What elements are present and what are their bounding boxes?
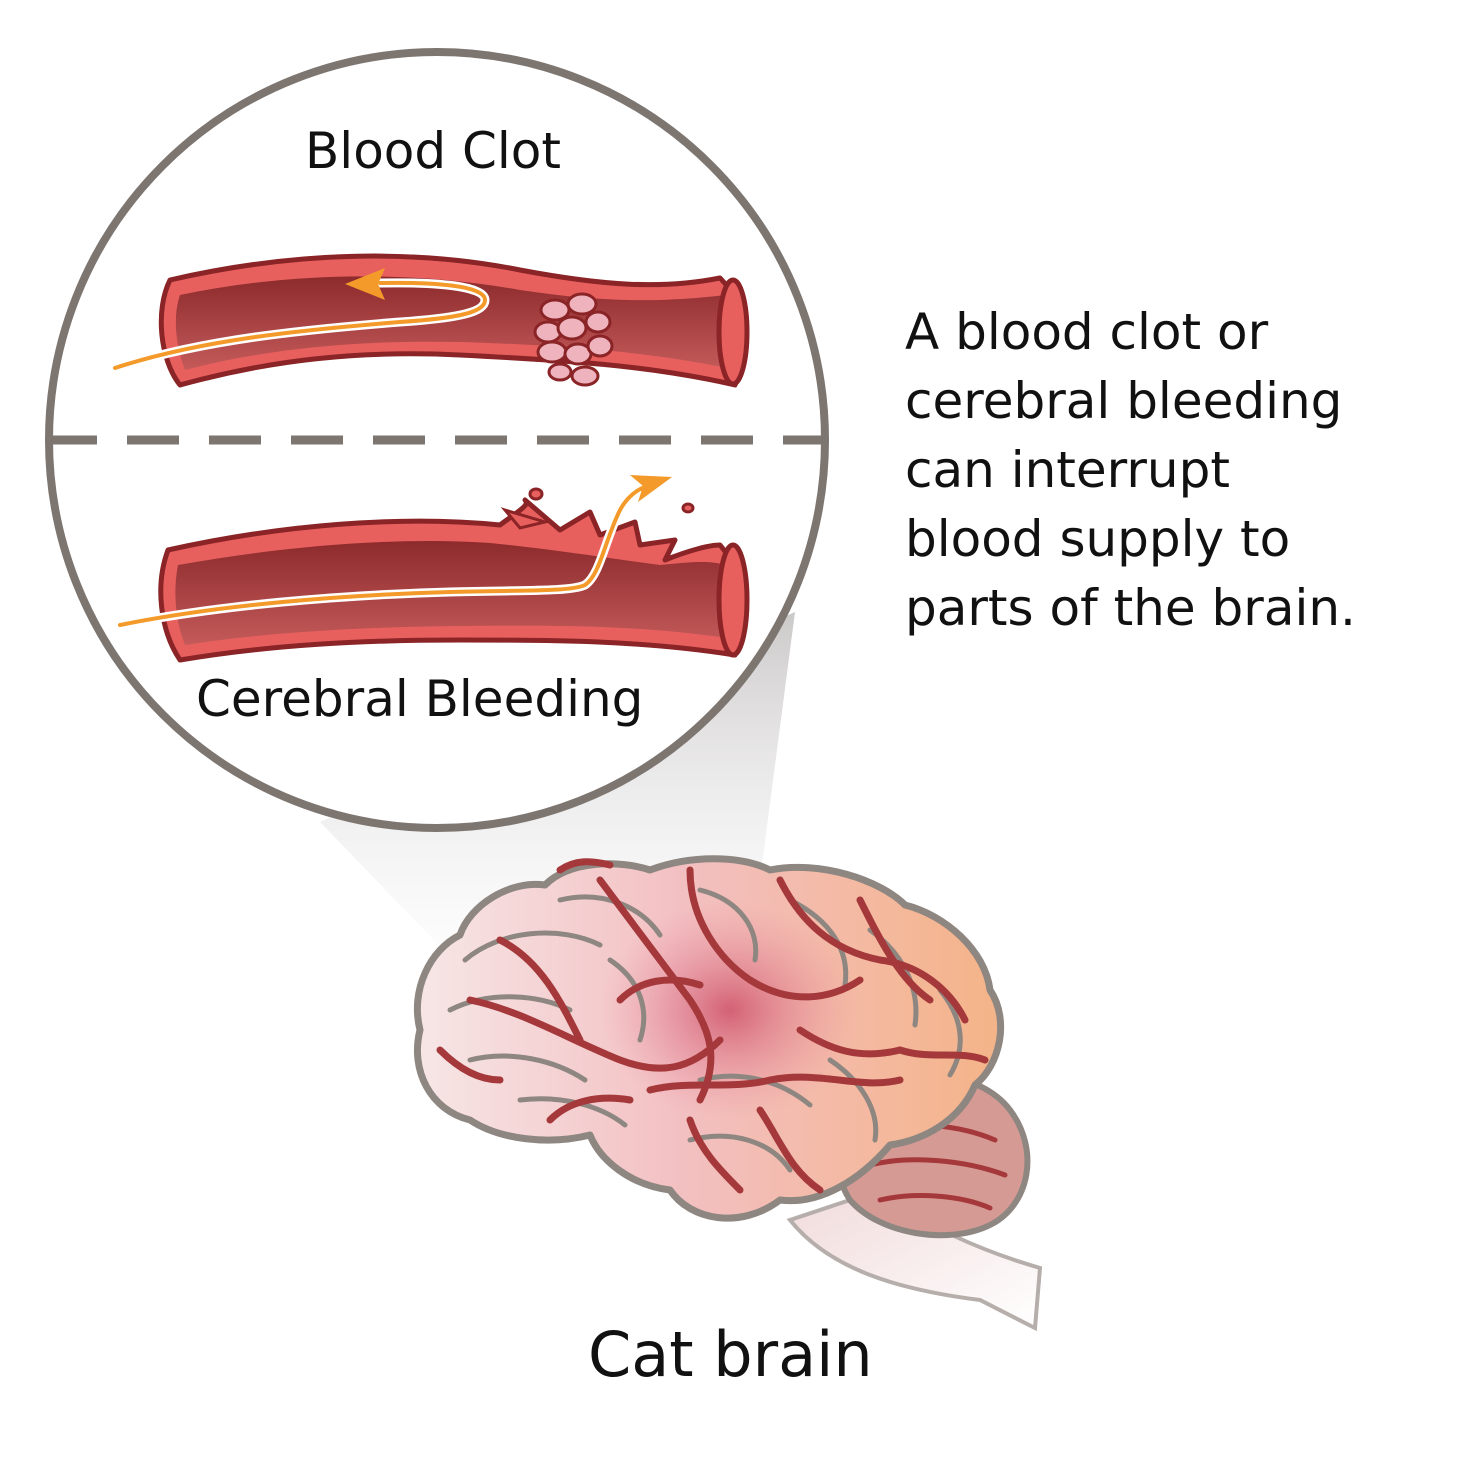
blood-clot-cells (533, 292, 614, 387)
label-blood-clot: Blood Clot (305, 122, 562, 180)
brain-veins (436, 858, 989, 1194)
magnifier-ring (45, 48, 829, 832)
vessel-clot-opening-right (716, 277, 750, 387)
label-cerebral-bleeding: Cerebral Bleeding (196, 670, 644, 728)
label-cat-brain: Cat brain (588, 1318, 873, 1391)
caption-line: cerebral bleeding (905, 372, 1343, 430)
caption-line: can interrupt (905, 441, 1230, 499)
bleeding-flow-arrow-icon (115, 475, 672, 630)
clot-flow-arrow-icon (110, 268, 490, 373)
blood-droplets (500, 487, 695, 530)
explanation-caption: A blood clot or cerebral bleeding can in… (905, 298, 1445, 643)
caption-line: parts of the brain. (905, 579, 1356, 637)
caption-line: A blood clot or (905, 303, 1269, 361)
caption-line: blood supply to (905, 510, 1291, 568)
vessel-bleed-opening-right (716, 542, 750, 658)
